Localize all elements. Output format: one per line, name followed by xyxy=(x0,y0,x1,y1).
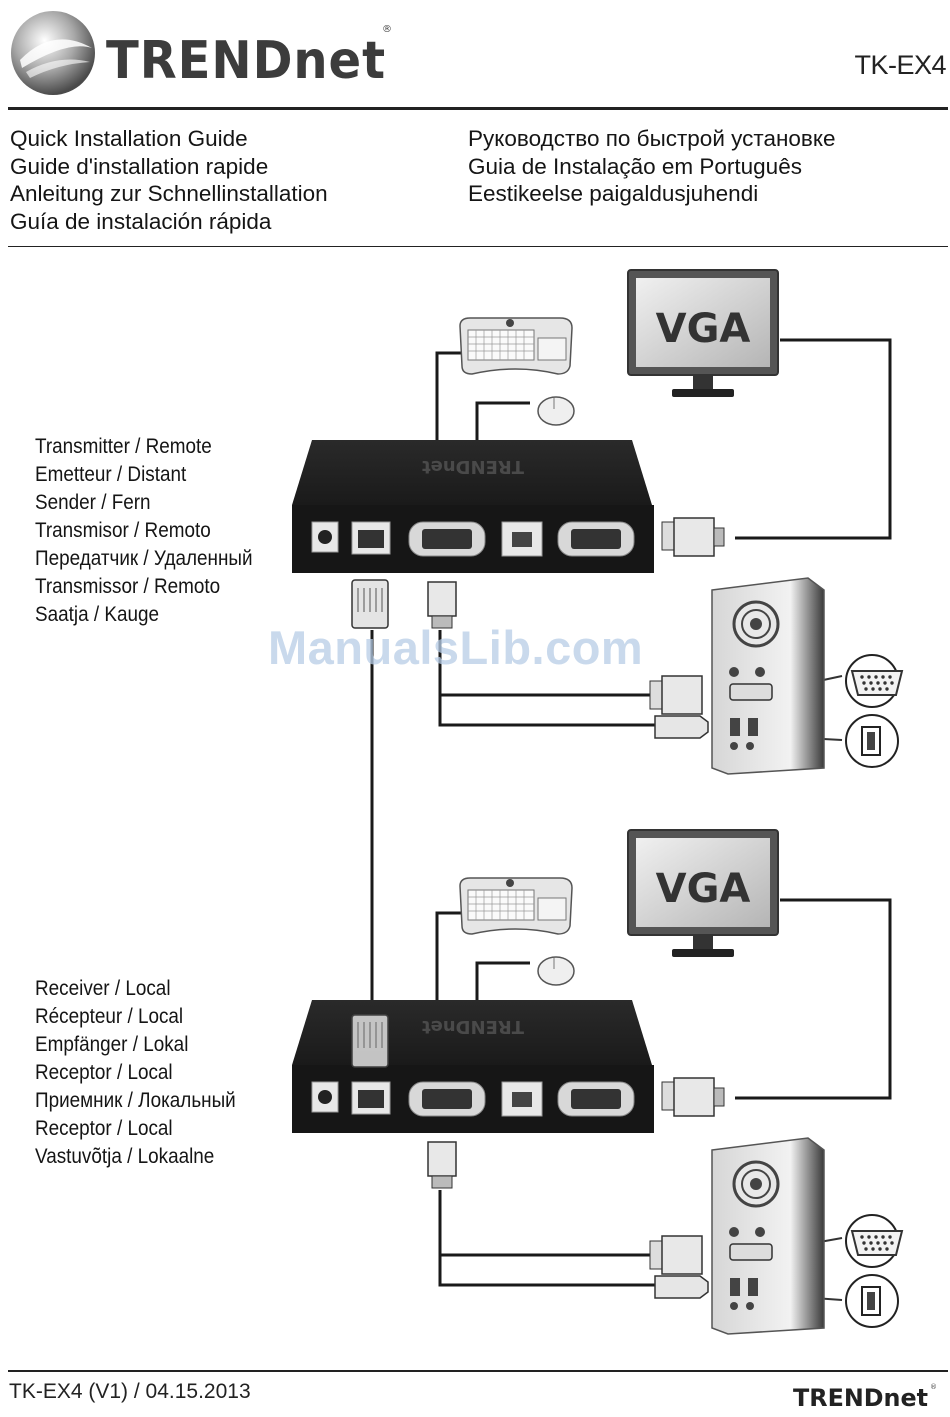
guide-title: Eestikeelse paigaldusjuhendi xyxy=(468,181,759,206)
keyboard-icon xyxy=(459,877,573,935)
receiver-label: Receptor / Local xyxy=(35,1061,173,1084)
model-number: TK-EX4 xyxy=(854,50,946,80)
footer-divider xyxy=(8,1370,948,1372)
guide-title: Guide d'installation rapide xyxy=(10,153,269,179)
vga-port-callout xyxy=(845,654,903,708)
header-divider xyxy=(8,107,948,110)
transmitter-label: Sender / Fern xyxy=(35,491,151,514)
usb-plug-icon xyxy=(654,715,709,739)
guide-title: Руководство по быстрой установке xyxy=(468,126,836,151)
pc-tower-icon xyxy=(710,576,826,776)
brand-logo: TRENDnet ® xyxy=(11,11,392,95)
receiver-setup: VGA TRENDnet xyxy=(291,829,903,1336)
titles-divider xyxy=(8,246,948,247)
receiver-label: Приемник / Локальный xyxy=(35,1089,236,1112)
footer-brand-name: TRENDnet xyxy=(793,1384,928,1410)
mouse-icon xyxy=(537,396,575,426)
receiver-label: Vastuvõtja / Lokaalne xyxy=(35,1145,215,1168)
device-logo: TRENDnet xyxy=(422,456,524,477)
brand-name: TRENDnet xyxy=(106,31,386,91)
transmitter-label: Передатчик / Удаленный xyxy=(35,547,253,570)
vga-cable-icon xyxy=(427,1141,457,1189)
receiver-label: Receiver / Local xyxy=(35,977,171,1000)
usb-port-callout xyxy=(845,714,899,768)
usb-plug-icon xyxy=(654,1275,709,1299)
pc-vga-plug-icon xyxy=(649,675,703,715)
guide-title: Guia de Instalação em Português xyxy=(468,153,802,179)
receiver-label: Récepteur / Local xyxy=(35,1005,184,1028)
mouse-icon xyxy=(537,956,575,986)
pc-tower-icon xyxy=(710,1136,826,1336)
monitor-label: VGA xyxy=(656,306,751,352)
footer-brand-logo: TRENDnet ® xyxy=(793,1383,937,1410)
vga-port-icon xyxy=(851,1230,903,1256)
transmitter-label: Transmissor / Remoto xyxy=(35,575,221,598)
vga-cable-monitor-icon xyxy=(661,1077,725,1117)
transmitter-setup: VGA TRENDnet xyxy=(291,269,903,1020)
transmitter-label: Transmitter / Remote xyxy=(35,435,212,458)
transmitter-label: Transmisor / Remoto xyxy=(35,519,211,542)
svg-text:®: ® xyxy=(382,24,392,35)
vga-port-icon xyxy=(851,670,903,696)
keyboard-icon xyxy=(459,317,573,375)
svg-text:®: ® xyxy=(930,1383,937,1391)
vga-cable-monitor-icon xyxy=(661,517,725,557)
monitor-label: VGA xyxy=(656,866,751,912)
rj45-connector-icon xyxy=(351,1014,389,1068)
transmitter-label: Saatja / Kauge xyxy=(35,603,160,626)
footer-version: TK-EX4 (V1) / 04.15.2013 xyxy=(9,1380,251,1403)
transmitter-label: Emetteur / Distant xyxy=(35,463,187,486)
vga-port-callout xyxy=(845,1214,903,1268)
pc-vga-plug-icon xyxy=(649,1235,703,1275)
receiver-label: Receptor / Local xyxy=(35,1117,173,1140)
guide-title: Quick Installation Guide xyxy=(10,126,248,151)
watermark: ManualsLib.com xyxy=(268,621,644,674)
trendnet-globe-icon xyxy=(11,11,95,95)
usb-port-callout xyxy=(845,1274,899,1328)
guide-title: Anleitung zur Schnellinstallation xyxy=(10,181,328,206)
guide-title: Guía de instalación rápida xyxy=(10,208,272,234)
device-logo: TRENDnet xyxy=(422,1016,524,1037)
rj45-connector-icon xyxy=(351,579,389,629)
receiver-label: Empfänger / Lokal xyxy=(35,1033,189,1056)
